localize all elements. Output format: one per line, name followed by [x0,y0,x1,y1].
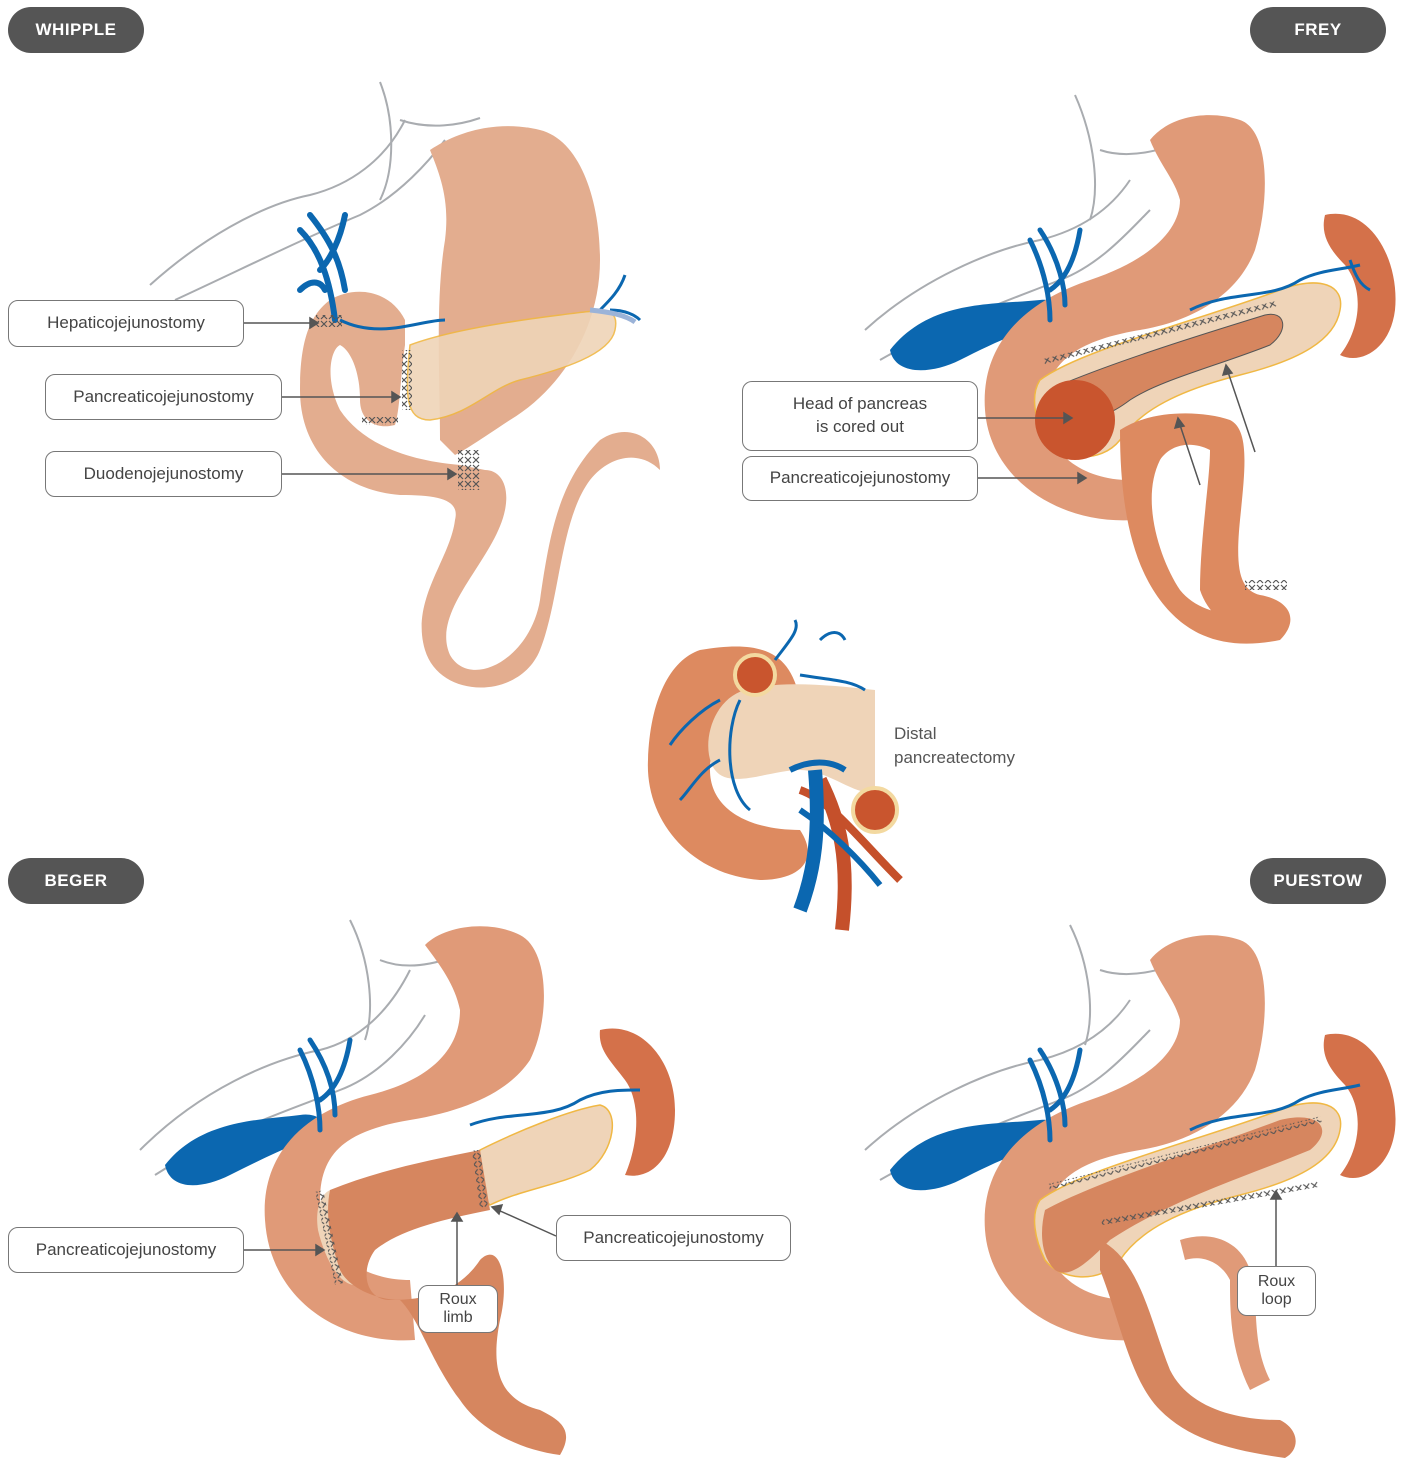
panel-title-puestow: PUESTOW [1250,858,1386,904]
label-whipple-pancreaticojejunostomy: Pancreaticojejunostomy [45,374,282,420]
frey-anatomy [865,95,1396,644]
distal-pancreatectomy-anatomy [648,620,900,930]
label-distal-pancreatectomy: Distal pancreatectomy [894,722,1064,770]
label-frey-pancreaticojejunostomy: Pancreaticojejunostomy [742,456,978,501]
panel-title-beger: BEGER [8,858,144,904]
panel-title-frey: FREY [1250,7,1386,53]
label-head-of-pancreas-cored-out: Head of pancreas is cored out [742,381,978,451]
label-roux-loop: Roux loop [1237,1266,1316,1316]
puestow-leader-lines [1271,1191,1281,1266]
beger-anatomy [140,920,675,1455]
panel-title-whipple: WHIPPLE [8,7,144,53]
label-beger-pancreaticojejunostomy-right: Pancreaticojejunostomy [556,1215,791,1261]
label-roux-limb: Roux limb [418,1285,498,1333]
puestow-anatomy [865,925,1396,1458]
label-beger-pancreaticojejunostomy-left: Pancreaticojejunostomy [8,1227,244,1273]
label-hepaticojejunostomy: Hepaticojejunostomy [8,300,244,347]
label-duodenojejunostomy: Duodenojejunostomy [45,451,282,497]
